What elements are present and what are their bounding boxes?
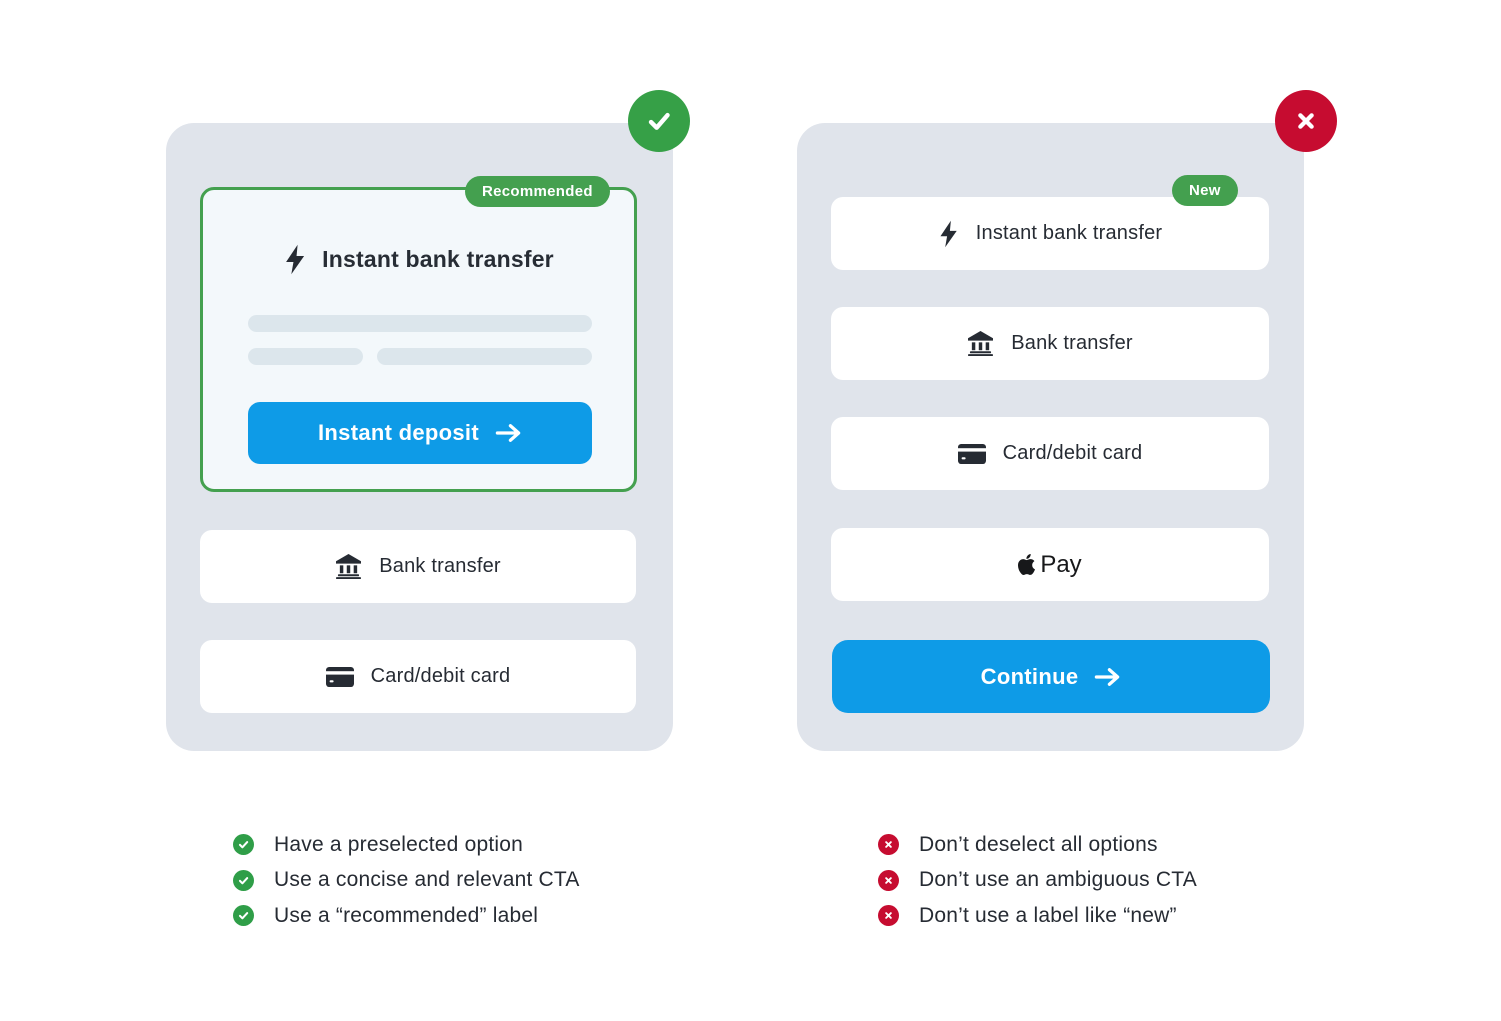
apple-logo-icon: [1018, 554, 1036, 575]
payment-option-apple-pay[interactable]: Pay: [831, 528, 1269, 601]
bolt-icon: [938, 220, 959, 248]
do-guideline-item: Have a preselected option: [233, 827, 580, 863]
new-badge: New: [1172, 175, 1238, 206]
guideline-text: Don’t deselect all options: [919, 832, 1158, 856]
dont-example-panel: Instant bank transfer New Bank transfer: [797, 123, 1304, 751]
bolt-icon: [283, 244, 307, 275]
do-example-panel: Instant bank transfer Instant deposit Re…: [166, 123, 673, 751]
payment-option-instant-bank-transfer[interactable]: Instant bank transfer: [831, 197, 1269, 270]
payment-option-card[interactable]: Card/debit card: [831, 417, 1269, 490]
arrow-right-icon: [1094, 667, 1121, 687]
recommended-badge: Recommended: [465, 176, 610, 207]
do-guideline-item: Use a concise and relevant CTA: [233, 863, 580, 899]
do-guidelines-list: Have a preselected option Use a concise …: [233, 827, 580, 934]
instant-deposit-button[interactable]: Instant deposit: [248, 402, 592, 464]
payment-option-label: Instant bank transfer: [975, 222, 1163, 244]
check-circle-icon: [233, 905, 254, 927]
payment-option-label: Bank transfer: [1011, 332, 1133, 354]
payment-option-label: Bank transfer: [379, 555, 501, 577]
cross-circle-icon: [878, 834, 899, 856]
payment-option-label: Card/debit card: [1002, 442, 1143, 464]
payment-option-card[interactable]: Card/debit card: [200, 640, 636, 713]
credit-card-icon: [957, 443, 986, 464]
instant-deposit-label: Instant deposit: [318, 420, 479, 445]
recommended-payment-card[interactable]: Instant bank transfer Instant deposit: [200, 187, 637, 492]
dont-guideline-item: Don’t use a label like “new”: [878, 898, 1197, 934]
payment-option-label: Card/debit card: [370, 665, 511, 687]
cross-circle-icon: [1275, 90, 1337, 152]
cross-circle-icon: [878, 869, 899, 891]
continue-label: Continue: [980, 663, 1079, 689]
check-circle-icon: [233, 834, 254, 856]
dont-guidelines-list: Don’t deselect all options Don’t use an …: [878, 827, 1197, 934]
check-circle-icon: [233, 869, 254, 891]
bank-icon: [335, 554, 362, 579]
guideline-text: Use a “recommended” label: [274, 903, 539, 927]
guideline-text: Don’t use an ambiguous CTA: [919, 868, 1197, 892]
credit-card-icon: [325, 666, 354, 687]
card-title: Instant bank transfer: [322, 246, 554, 272]
continue-button[interactable]: Continue: [832, 640, 1270, 713]
dont-guideline-item: Don’t deselect all options: [878, 827, 1197, 863]
guideline-text: Have a preselected option: [274, 832, 523, 856]
guideline-text: Use a concise and relevant CTA: [274, 868, 580, 892]
cross-circle-icon: [878, 905, 899, 927]
payment-option-bank-transfer[interactable]: Bank transfer: [200, 530, 636, 603]
dont-guideline-item: Don’t use an ambiguous CTA: [878, 863, 1197, 899]
card-title-row: Instant bank transfer: [203, 244, 634, 275]
bank-icon: [967, 331, 994, 356]
check-circle-icon: [628, 90, 690, 152]
skeleton-line: [377, 348, 592, 365]
skeleton-line: [248, 348, 363, 365]
payment-option-label: Pay: [1040, 550, 1082, 578]
skeleton-line: [248, 315, 592, 332]
do-guideline-item: Use a “recommended” label: [233, 898, 580, 934]
payment-option-bank-transfer[interactable]: Bank transfer: [831, 307, 1269, 380]
arrow-right-icon: [495, 423, 522, 443]
guideline-text: Don’t use a label like “new”: [919, 903, 1177, 927]
